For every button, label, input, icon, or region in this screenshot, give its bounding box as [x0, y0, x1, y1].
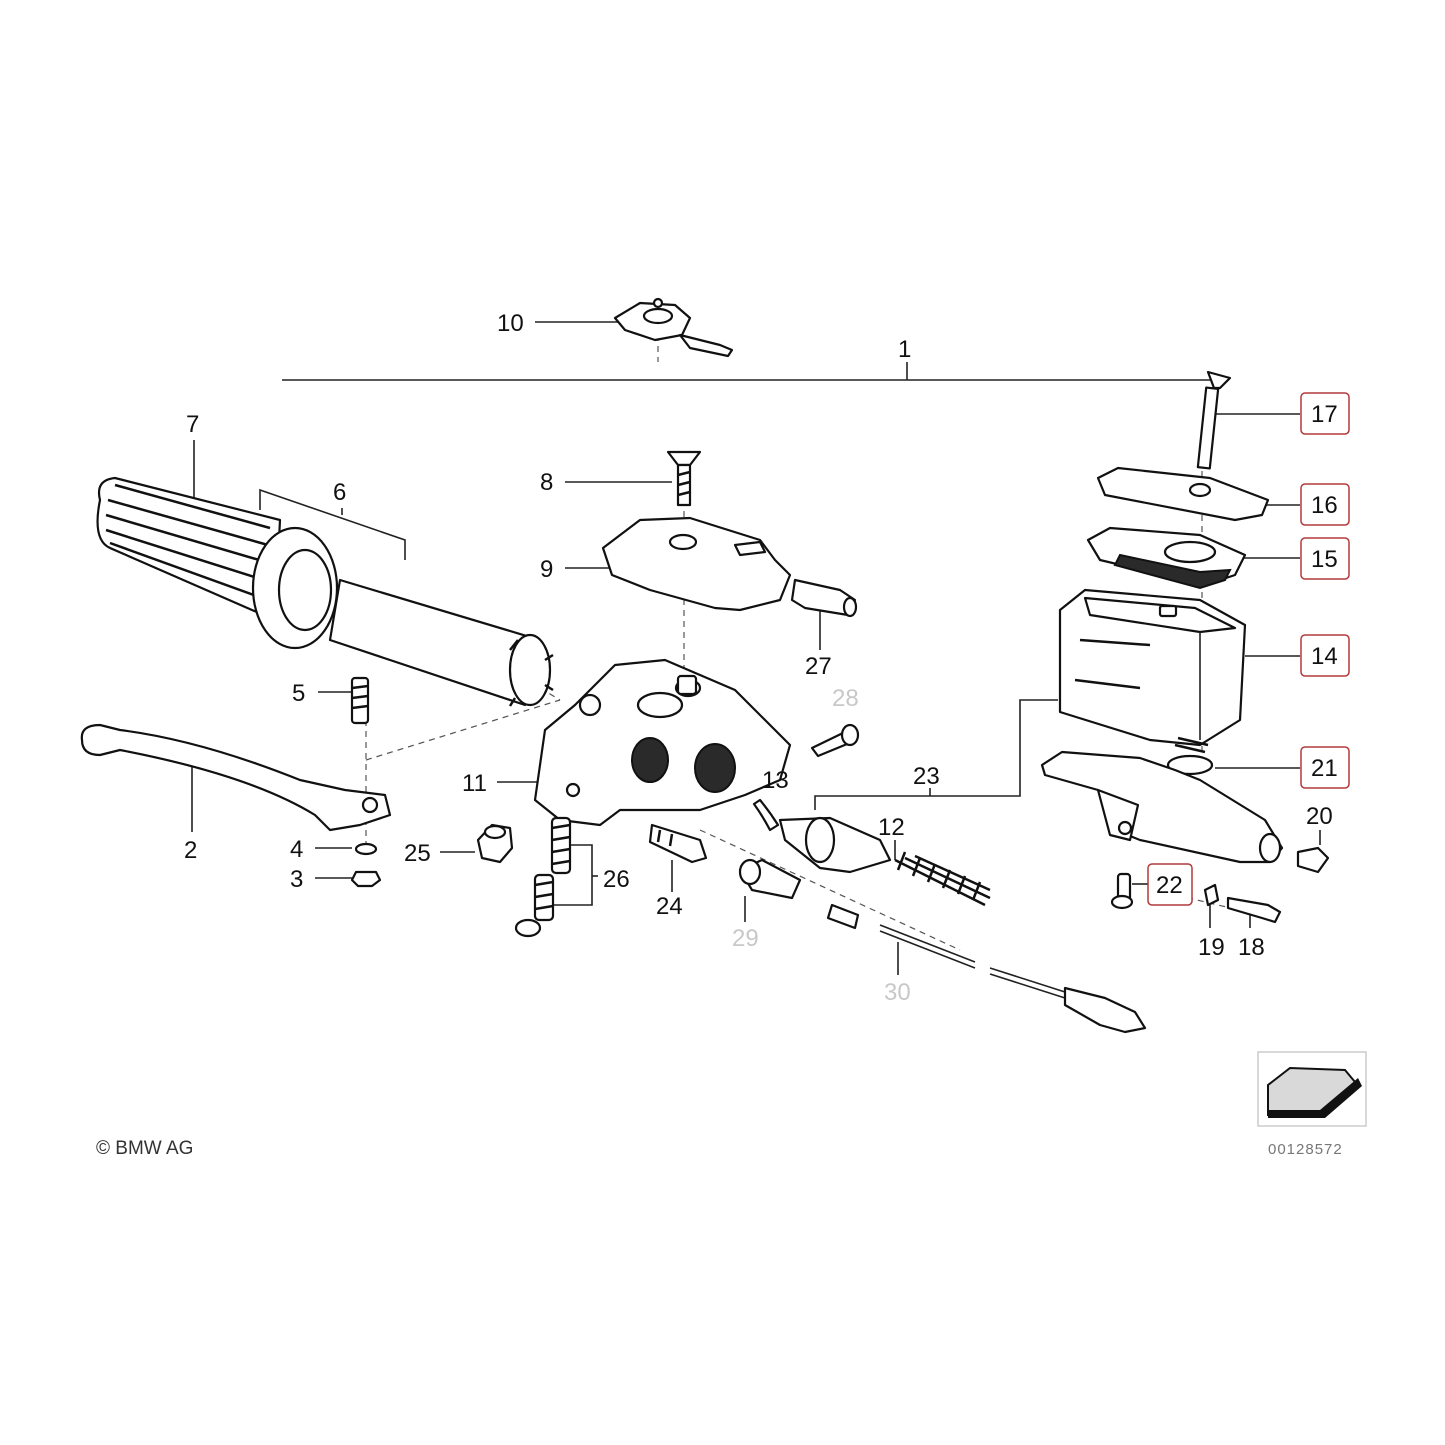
- part-11-switch-housing: [533, 658, 792, 827]
- part-10-switch-bracket: [613, 297, 734, 358]
- callout-4: 4: [290, 836, 303, 863]
- callout-3: 3: [290, 866, 303, 893]
- callout-25: 25: [404, 840, 431, 867]
- callout-2: 2: [184, 837, 197, 864]
- part-3-nut: [350, 870, 382, 888]
- part-19-lock-washer: [1203, 883, 1220, 907]
- part-16-reservoir-cap: [1096, 466, 1270, 522]
- callout-10: 10: [497, 310, 524, 337]
- part-8-screw: [666, 450, 702, 507]
- highlight-boxes: [1147, 392, 1350, 906]
- part-7-handlebar-grip: [96, 476, 339, 650]
- part-24-brake-light-switch: [648, 823, 708, 864]
- part-28-small-screw: [810, 723, 860, 758]
- callout-14: 14: [1311, 643, 1338, 670]
- callout-9: 9: [540, 556, 553, 583]
- callout-15: 15: [1311, 546, 1338, 573]
- part-15-diaphragm: [1086, 526, 1247, 590]
- part-9-housing-cover: [601, 516, 792, 612]
- callout-6: 6: [333, 479, 346, 506]
- callout-24: 24: [656, 893, 683, 920]
- drawing-number: 00128572: [1268, 1141, 1343, 1158]
- callout-8: 8: [540, 469, 553, 496]
- copyright-notice: © BMW AG: [96, 1138, 194, 1159]
- part-6-throttle-tube: [328, 578, 554, 707]
- part-22-screw: [1110, 872, 1134, 910]
- callout-23: 23: [913, 763, 940, 790]
- part-30-cable: [826, 903, 1147, 1034]
- orientation-arrow-icon: [1257, 1051, 1367, 1127]
- part-5-set-screw: [350, 676, 370, 725]
- part-20-end-cap: [1296, 846, 1330, 874]
- leader-lines: [191, 321, 1321, 975]
- callout-12: 12: [878, 814, 905, 841]
- callout-13: 13: [762, 767, 789, 794]
- callout-1: 1: [898, 336, 911, 363]
- part-master-cylinder-body: [1040, 750, 1284, 864]
- part-18-bolt: [1226, 896, 1282, 924]
- callout-5: 5: [292, 680, 305, 707]
- part-12-piston-assembly: [778, 816, 991, 907]
- callout-21: 21: [1311, 755, 1338, 782]
- callout-28: 28: [832, 685, 859, 712]
- callout-29: 29: [732, 925, 759, 952]
- part-13-circlip: [752, 798, 780, 832]
- part-29-bushing: [738, 858, 802, 900]
- callout-27: 27: [805, 653, 832, 680]
- callout-11: 11: [462, 770, 487, 797]
- part-26-spring-set: [514, 816, 572, 938]
- part-14-fluid-reservoir: [1058, 588, 1247, 747]
- part-25-plug: [476, 823, 514, 864]
- callout-labels: 1 2 3 4 5 6 7 8 9 10 11 12 13 14 15 16 1…: [184, 310, 1338, 1006]
- callout-17: 17: [1311, 401, 1338, 428]
- part-27-rubber-boot: [790, 578, 858, 618]
- part-21-o-ring: [1166, 736, 1214, 776]
- part-2-brake-lever: [80, 723, 392, 832]
- callout-19: 19: [1198, 934, 1225, 961]
- callout-26: 26: [603, 866, 630, 893]
- callout-18: 18: [1238, 934, 1265, 961]
- callout-16: 16: [1311, 492, 1338, 519]
- part-4-washer: [354, 842, 378, 856]
- callout-30: 30: [884, 979, 911, 1006]
- callout-7: 7: [186, 411, 199, 438]
- callout-22: 22: [1156, 872, 1183, 899]
- part-17-long-screw: [1196, 370, 1232, 470]
- callout-20: 20: [1306, 803, 1333, 830]
